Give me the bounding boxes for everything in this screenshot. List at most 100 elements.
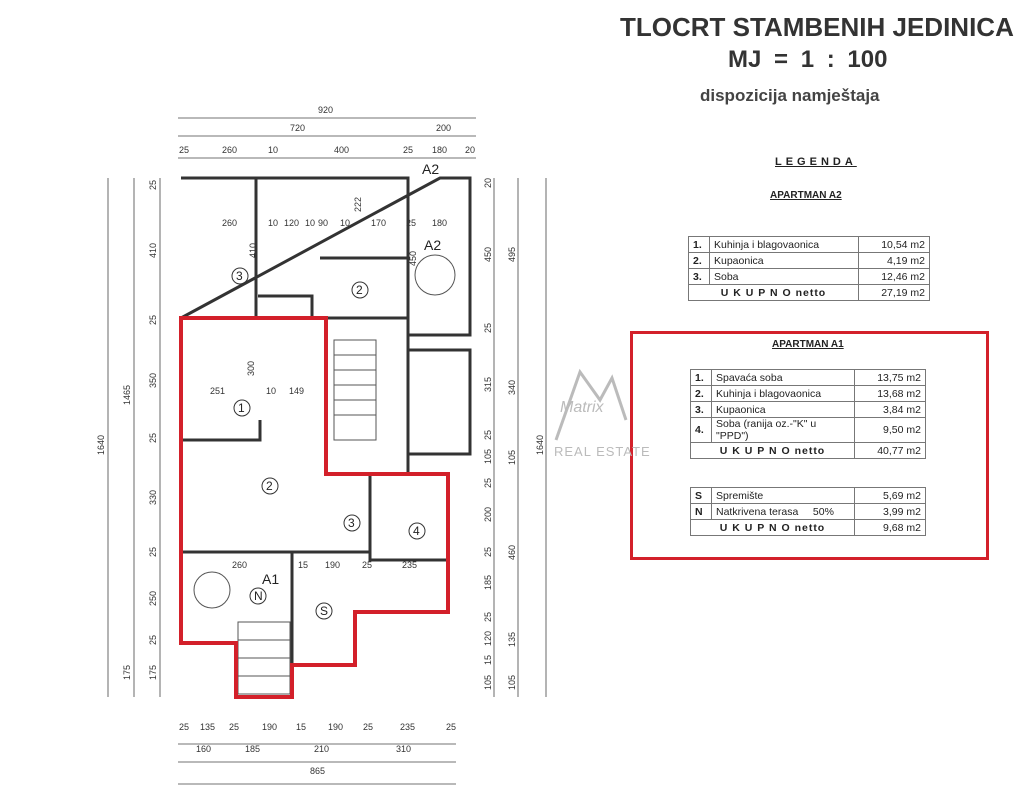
dim-bottom: 25: [363, 722, 373, 732]
total-area: 40,77 m2: [854, 442, 926, 459]
dim-left: 25: [148, 315, 158, 325]
dim-right: 105: [483, 675, 493, 690]
apartman-a1-heading: APARTMAN A1: [772, 339, 844, 350]
dim-right-mid: 105: [507, 450, 517, 465]
dim-top-total: 920: [318, 105, 333, 115]
dim-left: 25: [148, 180, 158, 190]
table-row: 4.Soba (ranija oz.-"K" u "PPD")9,50 m2: [690, 417, 926, 443]
dimension-lines: [107, 117, 547, 785]
dim-right-mid: 135: [507, 632, 517, 647]
watermark-tagline: REAL ESTATE: [554, 444, 651, 459]
dim-bottom-mid: 310: [396, 744, 411, 754]
dim-inner: 235: [402, 560, 417, 570]
left-dims: 1640 1465 175 25 410 25 350 25 330 25 25…: [96, 180, 158, 680]
dim-inner: 90: [318, 218, 328, 228]
room-name: Natkrivena terasa 50%: [711, 503, 855, 520]
room-name: Spremište: [711, 487, 855, 504]
dim-right-mid: 340: [507, 380, 517, 395]
dim-inner: 10: [266, 386, 276, 396]
dim-inner: 450: [408, 251, 418, 266]
dim-inner: 260: [232, 560, 247, 570]
dim-inner: 10: [305, 218, 315, 228]
dim-inner: 190: [325, 560, 340, 570]
dim-right: 120: [483, 631, 493, 646]
dim-left: 250: [148, 591, 158, 606]
dim-inner: 10: [340, 218, 350, 228]
watermark-brand: Matrix: [560, 399, 605, 416]
dim-left: 330: [148, 490, 158, 505]
dim-top: 180: [432, 145, 447, 155]
dim-inner: 222: [353, 197, 363, 212]
dim-right-total: 1640: [535, 435, 545, 455]
dim-inner: 180: [432, 218, 447, 228]
dim-right: 25: [483, 478, 493, 488]
dim-left-mid: 175: [122, 665, 132, 680]
dim-top-mid: 200: [436, 123, 451, 133]
room-label: 3: [348, 516, 355, 530]
unit-label: A2: [422, 161, 439, 177]
dim-bottom: 15: [296, 722, 306, 732]
dim-inner: 410: [248, 243, 258, 258]
dim-left-mid: 1465: [122, 385, 132, 405]
dim-inner: 120: [284, 218, 299, 228]
page-title: TLOCRT STAMBENIH JEDINICA: [620, 12, 1014, 42]
dim-right: 25: [483, 323, 493, 333]
dim-right: 315: [483, 377, 493, 392]
apartman-a1-outline: [179, 316, 450, 699]
legend-heading: LEGENDA: [775, 156, 857, 168]
room-area: 13,68 m2: [854, 385, 926, 402]
apartman-a1-highlight: [630, 331, 989, 560]
dim-left: 175: [148, 665, 158, 680]
dim-bottom-mid: 185: [245, 744, 260, 754]
dim-top: 25: [403, 145, 413, 155]
room-area: 12,46 m2: [858, 268, 930, 285]
total-label: U K U P N O netto: [688, 284, 859, 301]
dim-right: 25: [483, 612, 493, 622]
unit-label: A1: [262, 571, 279, 587]
dim-top: 260: [222, 145, 237, 155]
apartman-a2-heading: APARTMAN A2: [770, 190, 842, 201]
room-name: Soba (ranija oz.-"K" u "PPD"): [711, 417, 855, 443]
room-label: 4: [413, 524, 420, 538]
dim-right: 185: [483, 575, 493, 590]
room-name: Spavaća soba: [711, 369, 855, 386]
dim-inner: 15: [298, 560, 308, 570]
dim-inner: 170: [371, 218, 386, 228]
dim-inner: 10: [268, 218, 278, 228]
inner-dims: 260 10 120 10 90 10 170 25 180 410 222 4…: [210, 197, 447, 570]
total-label: U K U P N O netto: [690, 442, 855, 459]
dim-top: 25: [179, 145, 189, 155]
dim-bottom-mid: 210: [314, 744, 329, 754]
subtitle: dispozicija namještaja: [700, 86, 880, 105]
right-dims: 20 450 25 315 25 105 25 200 25 185 25 12…: [483, 178, 545, 690]
dim-right-mid: 495: [507, 247, 517, 262]
dim-left-total: 1640: [96, 435, 106, 455]
total-area: 27,19 m2: [858, 284, 930, 301]
room-label: 2: [266, 479, 273, 493]
total-label: U K U P N O netto: [690, 519, 855, 536]
room-label: N: [254, 589, 263, 603]
room-note: 50%: [812, 505, 834, 518]
dim-bottom-total: 865: [310, 766, 325, 776]
dim-top: 20: [465, 145, 475, 155]
room-label: S: [320, 604, 328, 618]
dim-right: 25: [483, 547, 493, 557]
dim-bottom: 235: [400, 722, 415, 732]
dim-right-mid: 460: [507, 545, 517, 560]
room-labels: 1 2 3 4 3 2 N S A2 A2 A1: [231, 161, 441, 620]
dim-right: 25: [483, 430, 493, 440]
dim-bottom: 25: [446, 722, 456, 732]
room-name-text: Spremište: [716, 489, 764, 502]
dim-left: 410: [148, 243, 158, 258]
dim-bottom: 135: [200, 722, 215, 732]
